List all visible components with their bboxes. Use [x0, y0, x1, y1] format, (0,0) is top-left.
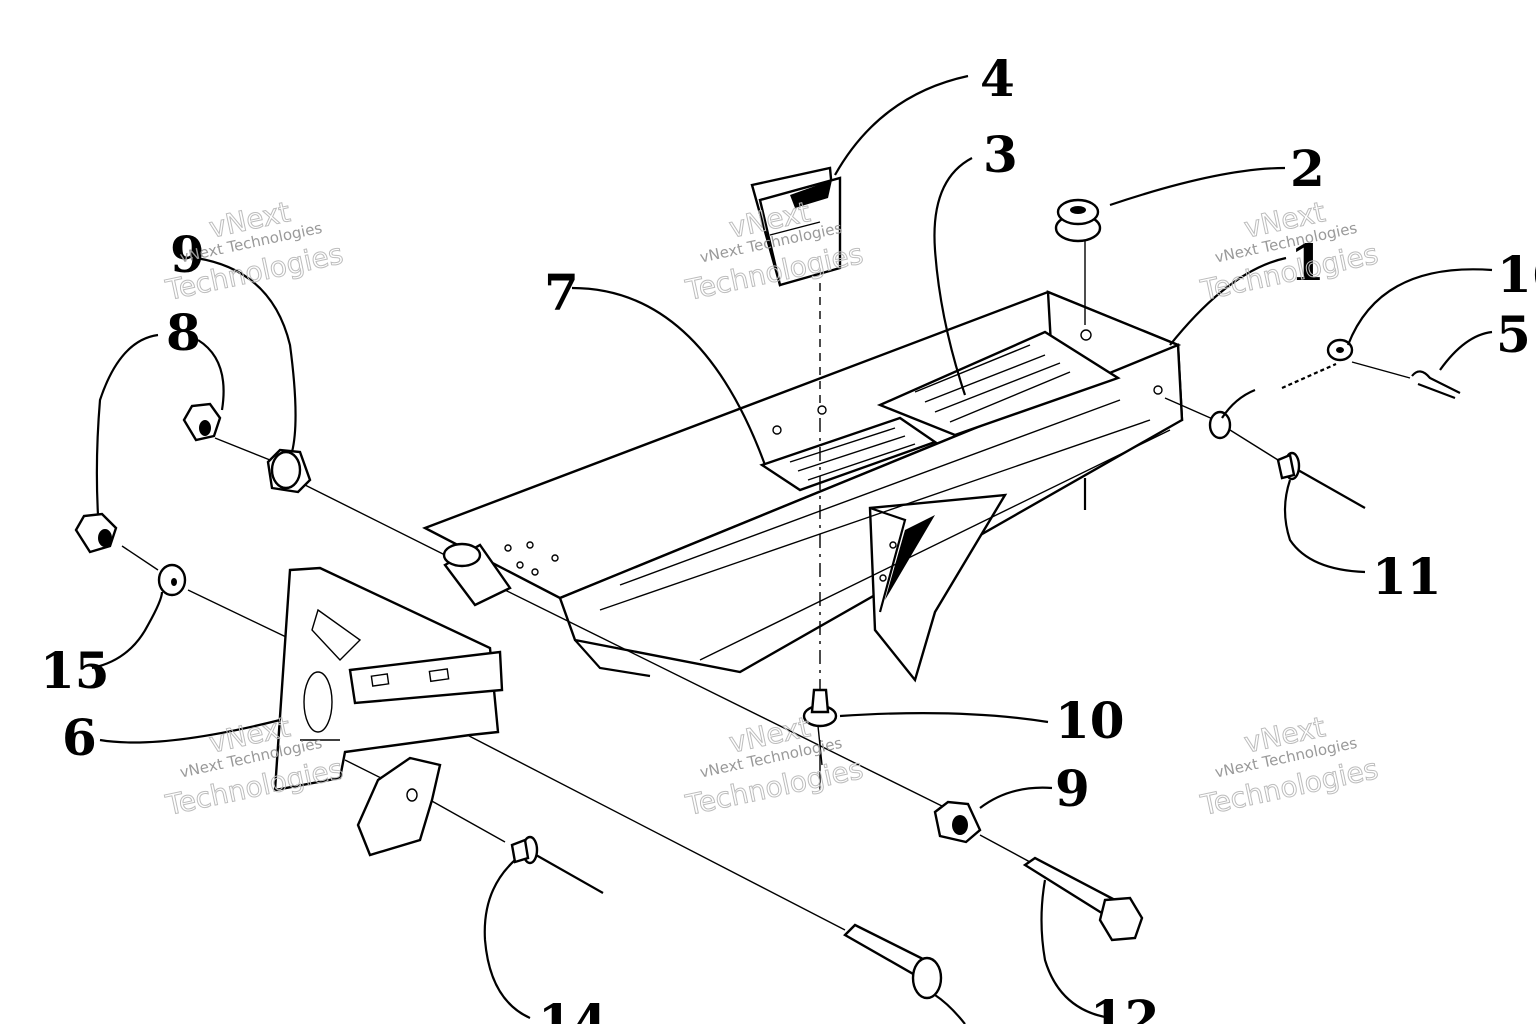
callout-8: 8: [166, 303, 201, 362]
pin-part-5: [1411, 370, 1461, 400]
spacer-tube: [442, 542, 512, 607]
bolt-part-12: [1022, 856, 1144, 942]
watermark-6: vNext vNext Technologies Technologies: [1197, 710, 1382, 823]
washer-part-15: [157, 563, 187, 597]
grommet-part-2: [1054, 198, 1102, 243]
clip-part-4: [750, 166, 842, 287]
decal-7: [759, 416, 938, 492]
bolt-part-lower-center: [843, 923, 943, 1000]
callout-15: 15: [40, 641, 110, 700]
irregular-plate: [356, 756, 442, 857]
lanyard-part-16: [1208, 338, 1354, 440]
watermark-5: vNext vNext Technologies Technologies: [682, 710, 867, 823]
callout-4: 4: [980, 49, 1015, 108]
mounting-plate-part-6: [273, 566, 504, 792]
watermark-3: vNext vNext Technologies Technologies: [1197, 195, 1382, 308]
callout-3: 3: [983, 125, 1018, 184]
nut-part-8-lower: [74, 512, 118, 554]
callout-10: 10: [1055, 691, 1125, 750]
bushing-part-9-upper: [266, 448, 312, 494]
callout-11: 11: [1372, 547, 1442, 606]
leader-lines: [91, 74, 1493, 1024]
bushing-part-9-lower: [933, 800, 982, 844]
callout-16: 16: [1497, 245, 1536, 304]
rivet-part-10: [802, 688, 838, 766]
callout-2: 2: [1290, 139, 1325, 198]
callout-9-lower: 9: [1055, 759, 1090, 818]
callout-labels: 1 2 3 4 5 6 7 8 9 9 10 11 12 14 15 16: [40, 49, 1536, 1024]
callout-7: 7: [544, 263, 579, 322]
callout-6: 6: [62, 708, 97, 767]
callout-14: 14: [538, 993, 608, 1024]
callout-12: 12: [1090, 989, 1160, 1024]
callout-5: 5: [1496, 305, 1531, 364]
callout-9-upper: 9: [170, 225, 205, 284]
callout-1: 1: [1290, 233, 1325, 292]
rivet-part-11: [1276, 451, 1366, 509]
nut-part-8-upper: [182, 402, 222, 442]
decal-3: [876, 330, 1121, 437]
rivet-part-14: [510, 835, 604, 894]
